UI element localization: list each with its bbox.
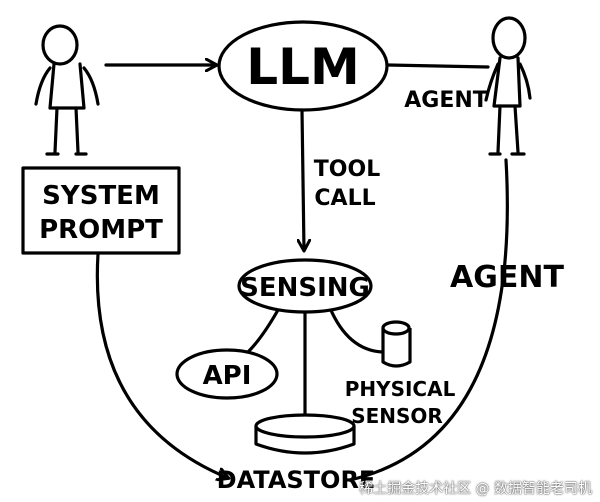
agent-top-label: AGENT bbox=[404, 88, 488, 113]
sensing-to-api-line bbox=[246, 308, 280, 354]
api-node bbox=[175, 348, 279, 400]
system-prompt-label-line2: PROMPT bbox=[39, 215, 163, 245]
api-label: API bbox=[203, 361, 252, 391]
agent-to-datastore-line bbox=[348, 158, 509, 482]
system-prompt-to-datastore-arrow bbox=[95, 252, 228, 478]
sensing-label: SENSING bbox=[240, 273, 370, 303]
agent-stick-figure-icon bbox=[484, 16, 532, 156]
llm-to-sensing-arrow bbox=[302, 108, 304, 250]
physical-sensor-label-line2: SENSOR bbox=[351, 404, 443, 428]
tool-call-label-line1: TOOL bbox=[314, 157, 380, 182]
tool-call-label-line2: CALL bbox=[314, 186, 375, 211]
watermark: 稀土掘金技术社区 @ 数据智能老司机 bbox=[359, 481, 592, 497]
datastore-label: DATASTORE bbox=[217, 466, 376, 494]
sensing-to-sensor-line bbox=[328, 306, 384, 354]
llm-to-agent-line bbox=[386, 63, 490, 69]
system-prompt-label-line1: SYSTEM bbox=[42, 181, 160, 211]
agent-side-label: AGENT bbox=[450, 260, 564, 295]
datastore-icon bbox=[254, 413, 356, 455]
physical-sensor-icon bbox=[381, 320, 412, 368]
user-stick-figure-icon bbox=[34, 24, 100, 156]
llm-label: LLM bbox=[246, 38, 359, 96]
system-prompt-box bbox=[21, 166, 181, 255]
sensing-node bbox=[237, 258, 373, 314]
physical-sensor-label-line1: PHYSICAL bbox=[345, 377, 456, 401]
